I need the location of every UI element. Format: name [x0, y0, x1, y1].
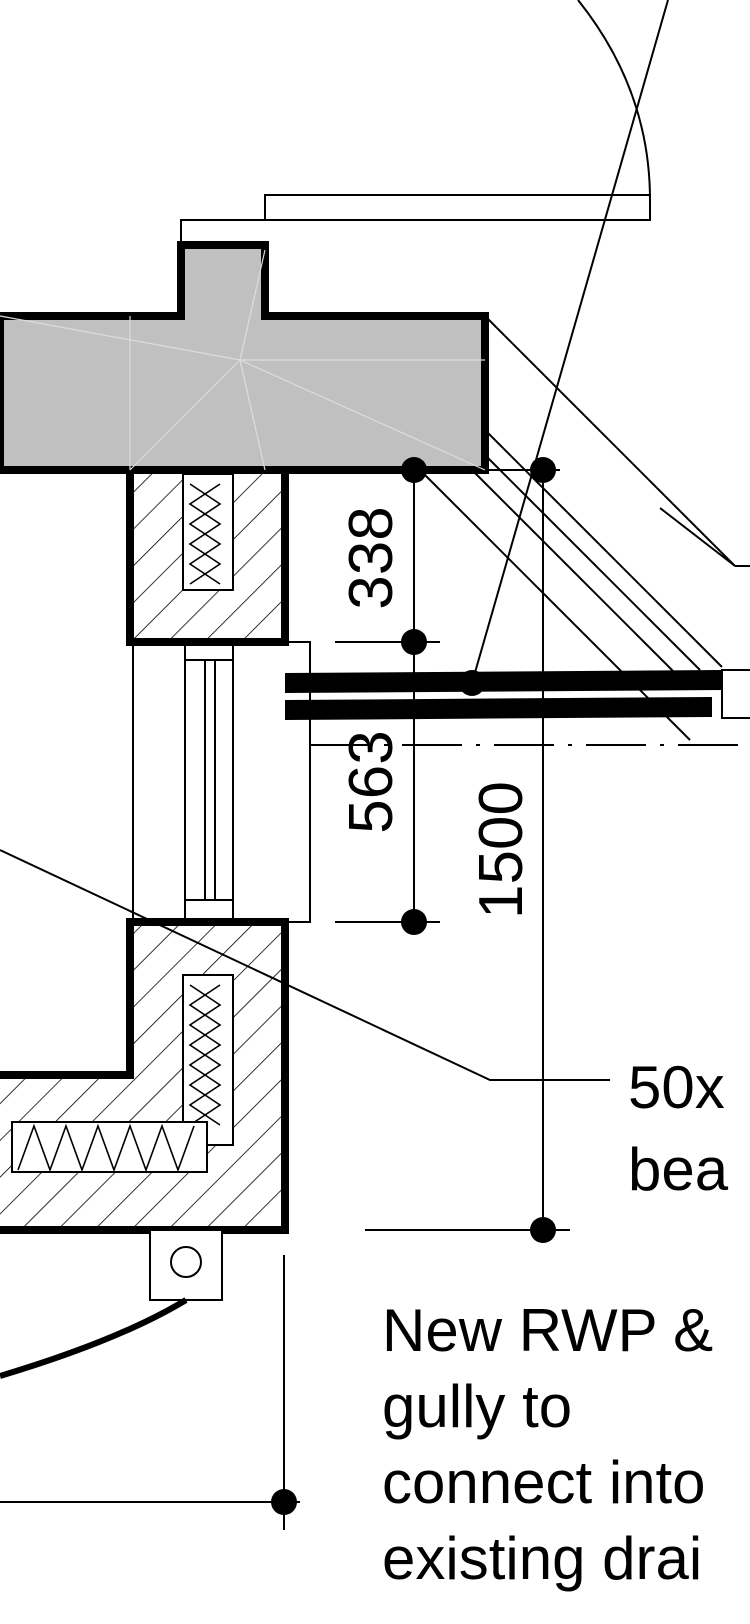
lower-insulation-vertical [188, 984, 222, 1126]
drain-pipe [0, 1297, 188, 1379]
roof-note-leader [659, 507, 736, 567]
rwp-note-line1: New RWP & [382, 1297, 713, 1364]
rwp-circle [170, 1246, 202, 1278]
dimension-563: 563 [337, 730, 406, 833]
swing-arc [577, 0, 651, 201]
dimension-dots [271, 457, 556, 1515]
leader-line-top [471, 0, 669, 684]
beam-note-leader [0, 849, 610, 1081]
upper-insulation [188, 483, 222, 585]
rwp-box [149, 1229, 223, 1301]
rwp-note-line2: gully to [382, 1373, 572, 1440]
roof-slope-lines [419, 315, 750, 741]
beam-note-line1: 50x [628, 1054, 725, 1121]
slab-mesh [0, 249, 486, 471]
rwp-note-line3: connect into [382, 1449, 706, 1516]
window-frame [132, 641, 311, 923]
beam-note-line2: bea [628, 1136, 729, 1203]
lower-insulation-horizontal [17, 1123, 195, 1173]
rwp-note-line4: existing drai [382, 1525, 702, 1592]
dimension-338: 338 [337, 506, 406, 609]
upper-step-outline [180, 194, 651, 245]
concrete-slab [0, 241, 489, 474]
steel-plates [285, 669, 750, 720]
dimension-1500: 1500 [467, 781, 536, 919]
